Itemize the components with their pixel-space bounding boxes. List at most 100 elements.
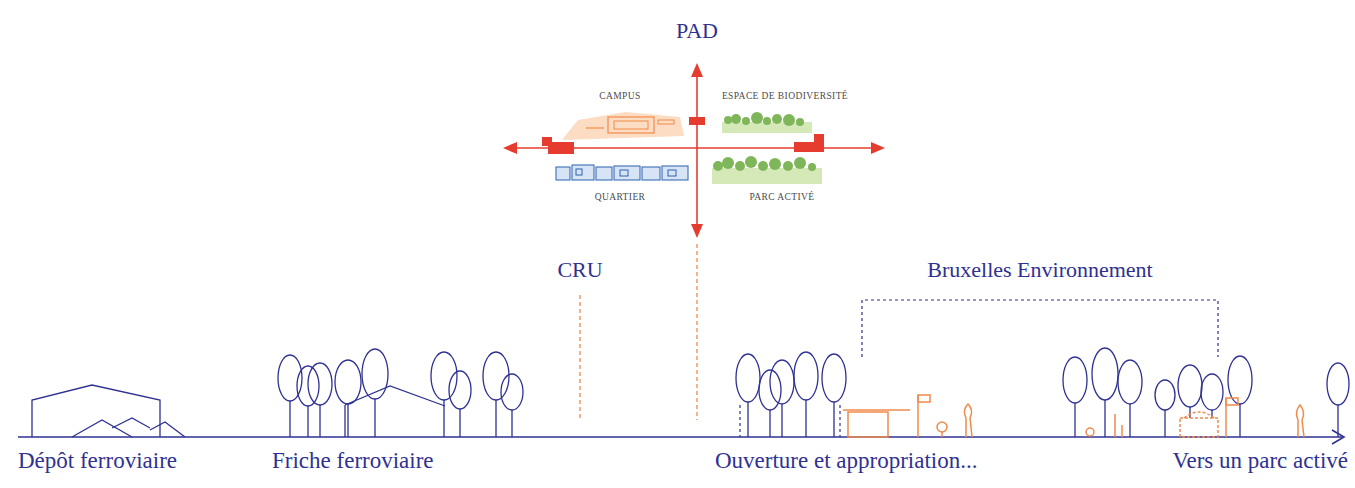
tree — [1239, 404, 1240, 437]
tree — [1155, 380, 1175, 410]
tree — [1164, 410, 1165, 437]
quadrant-label: CAMPUS — [599, 91, 640, 102]
campus-figure — [658, 120, 674, 124]
parc-figure — [745, 156, 757, 168]
depot-building — [112, 418, 150, 428]
depot-building — [32, 385, 185, 437]
parc-figure — [758, 161, 768, 171]
tree — [308, 363, 332, 405]
pad-cross — [503, 142, 517, 154]
quartier-figure — [596, 167, 612, 180]
phase-label: Ouverture et appropriation... — [715, 448, 978, 474]
quartier-figure — [662, 166, 688, 180]
pad-cross — [871, 142, 885, 154]
parc-figure — [794, 157, 806, 169]
tree — [736, 354, 760, 402]
tree — [335, 360, 361, 404]
timeline-axis — [18, 430, 1344, 444]
tree — [1118, 360, 1142, 404]
park-equipment — [1180, 418, 1218, 437]
tree — [1178, 365, 1202, 407]
tree — [345, 386, 445, 406]
tree — [769, 410, 770, 437]
biodiversity-figure — [772, 114, 782, 124]
quartier-figure — [576, 169, 582, 175]
parc-figure — [808, 163, 816, 171]
quartier-figure — [614, 166, 640, 180]
tree — [495, 400, 496, 437]
biodiversity-figure — [724, 112, 804, 126]
park-equipment — [843, 409, 910, 411]
pad-cross — [691, 224, 703, 238]
biodiversity-figure — [742, 117, 750, 125]
phase-label: Dépôt ferroviaire — [18, 448, 177, 474]
phase-label: Friche ferroviaire — [272, 448, 434, 474]
parc-figure — [722, 157, 734, 169]
pad-cross — [691, 63, 703, 77]
tree — [1201, 374, 1223, 410]
parc-figure — [713, 161, 723, 171]
tree — [459, 409, 460, 437]
tree — [770, 360, 794, 404]
tree — [747, 402, 748, 437]
biodiversity-figure — [724, 116, 732, 124]
park-equipment — [1086, 428, 1094, 436]
pad-cross — [696, 77, 698, 224]
park-equipment — [937, 422, 947, 432]
red-symbol — [794, 142, 824, 152]
tree — [794, 352, 818, 400]
tree — [344, 405, 345, 437]
quartier-figure — [572, 165, 594, 180]
dashed-post — [839, 405, 840, 437]
park-equipment — [1184, 412, 1214, 418]
tree — [511, 410, 512, 437]
actor-label: Bruxelles Environnement — [927, 257, 1152, 282]
depot-building — [32, 385, 160, 437]
tree — [307, 406, 308, 437]
quartier-figure — [620, 170, 628, 176]
quartier-figure — [668, 170, 676, 176]
park-equipment — [848, 412, 888, 437]
park-equipment — [1114, 414, 1116, 437]
campus-figure — [562, 112, 684, 140]
parc-figure — [783, 161, 793, 171]
biodiversity-figure — [722, 112, 812, 133]
campus-figure — [614, 121, 648, 129]
pad-cross — [503, 63, 885, 238]
dashed-post — [740, 405, 840, 437]
red-symbol — [542, 137, 552, 146]
tree — [449, 371, 471, 409]
tree — [278, 348, 1349, 437]
biodiversity-figure — [796, 118, 804, 126]
tree — [289, 401, 290, 437]
dashed-post — [739, 405, 740, 437]
parc-figure — [712, 168, 822, 184]
quadrant-label: PARC ACTIVÉ — [749, 192, 814, 203]
tree — [1063, 357, 1087, 403]
parc-figure — [713, 156, 816, 171]
park-equipment — [843, 395, 1304, 437]
quartier-figure — [556, 167, 570, 180]
quadrant-label: ESPACE DE BIODIVERSITÉ — [722, 91, 848, 102]
campus-figure — [586, 127, 604, 128]
campus-figure — [608, 117, 654, 133]
cru-dashed-line — [579, 295, 580, 420]
park-equipment — [964, 404, 972, 437]
phase-label: Vers un parc activé — [1172, 448, 1348, 474]
tree — [781, 404, 782, 437]
tree — [501, 374, 523, 410]
tree — [1327, 363, 1349, 405]
actor-label: CRU — [557, 257, 602, 282]
bracket — [862, 300, 1218, 357]
tree — [1104, 400, 1105, 437]
section-title: PAD — [676, 18, 718, 43]
tree — [1189, 407, 1190, 418]
tree — [483, 352, 509, 400]
tree — [1337, 405, 1338, 437]
tree — [805, 400, 806, 437]
tree — [362, 349, 388, 399]
biodiversity-figure — [783, 114, 795, 126]
red-symbol — [814, 134, 824, 143]
park-equipment — [1296, 405, 1304, 437]
